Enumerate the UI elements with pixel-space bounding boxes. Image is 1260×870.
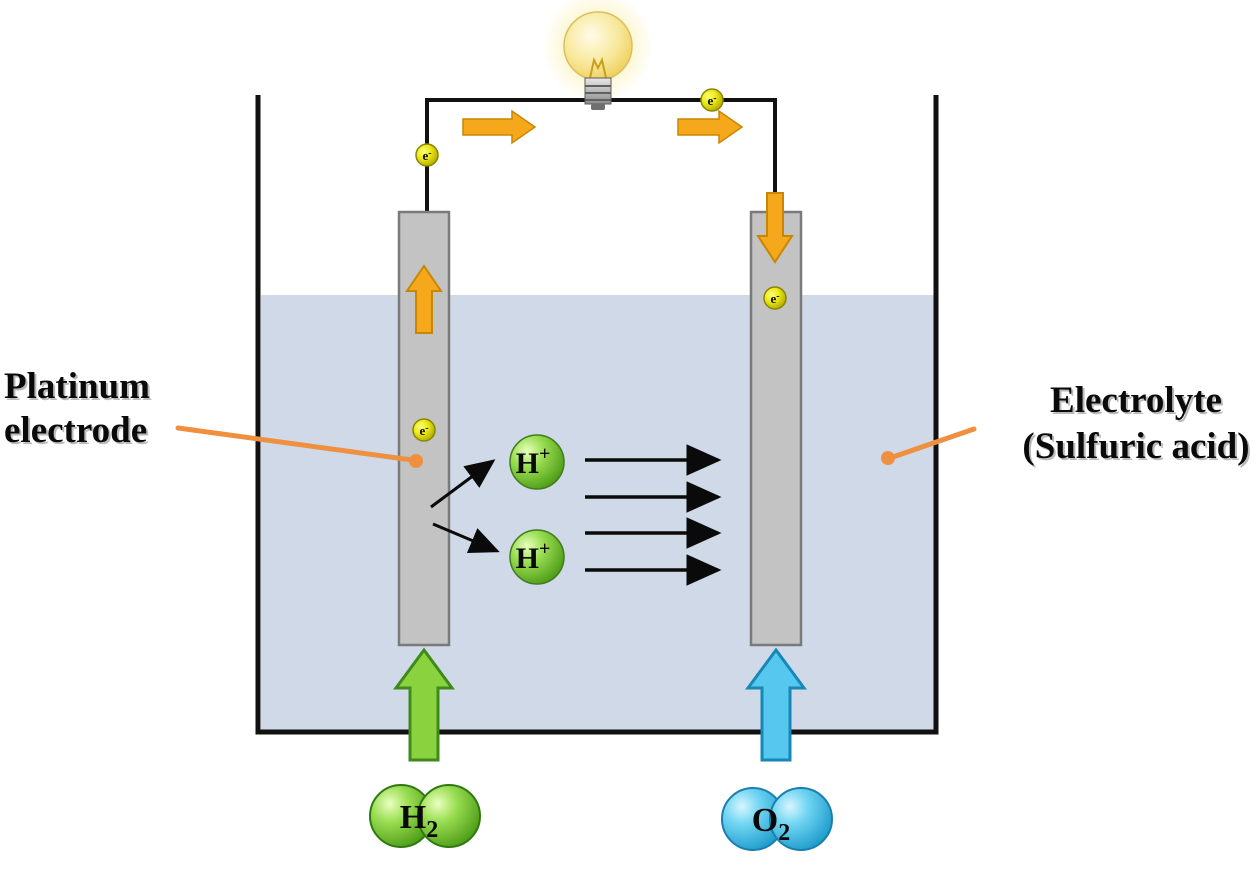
h2-atom-sphere <box>417 784 481 848</box>
ion-sphere <box>509 529 565 585</box>
h-ion-label: H+ <box>516 538 551 575</box>
light-bulb <box>542 0 654 110</box>
electrolyte-label-line1: Electrolyte <box>1050 380 1222 421</box>
electron-label: e- <box>707 93 716 108</box>
h2-inlet-arrow <box>393 647 455 762</box>
electron-flow-arrow-left <box>462 109 537 145</box>
ion-sphere <box>509 434 565 490</box>
pointer-line <box>890 426 977 460</box>
platinum-label-line2: electrode <box>4 410 147 451</box>
pointer-line <box>175 425 415 463</box>
hydrogen-ion-upper: H+ <box>509 434 565 490</box>
electron-sphere <box>763 286 787 310</box>
electrolyte-annotation: Electrolyte (Sulfuric acid) <box>881 380 1250 467</box>
electron-sphere <box>412 418 436 442</box>
o2-molecule: O2 <box>721 787 833 851</box>
bulb-filament <box>589 57 607 79</box>
ion-release-arrow-lower <box>432 522 500 553</box>
bulb-tip <box>591 104 605 110</box>
h2-molecule: H2 <box>369 784 481 848</box>
electron-sphere <box>700 88 724 112</box>
h2-label: H2 <box>400 799 438 843</box>
electron-on-top-wire: e- <box>700 88 724 112</box>
electron-label: e- <box>419 423 428 438</box>
hydrogen-ion-lower: H+ <box>509 529 565 585</box>
electron-label: e- <box>770 291 779 306</box>
o2-atom-sphere <box>769 787 833 851</box>
electron-up-arrow-left-electrode <box>405 264 443 334</box>
electrolyte-label-line2: (Sulfuric acid) <box>1022 426 1249 467</box>
electron-on-left-electrode: e- <box>412 418 436 442</box>
electron-on-left-wire: e- <box>415 143 439 167</box>
pointer-dot <box>881 451 895 465</box>
beaker-walls <box>255 95 939 735</box>
h-ion-label: H+ <box>516 443 551 480</box>
electron-flow-arrow-right <box>677 109 744 145</box>
platinum-electrode-annotation: Platinum electrode <box>4 366 423 468</box>
electron-sphere <box>415 143 439 167</box>
o2-inlet-arrow <box>745 647 807 762</box>
ion-release-arrow-upper <box>430 459 496 509</box>
electron-down-arrow-right-electrode <box>756 192 794 264</box>
electron-label: e- <box>422 148 431 163</box>
o2-label: O2 <box>752 802 790 846</box>
electron-on-right-electrode: e- <box>763 286 787 310</box>
platinum-label-line1: Platinum <box>4 366 150 407</box>
pointer-dot <box>409 454 423 468</box>
right-platinum-electrode <box>749 210 803 647</box>
electrolyte-liquid <box>261 295 934 730</box>
